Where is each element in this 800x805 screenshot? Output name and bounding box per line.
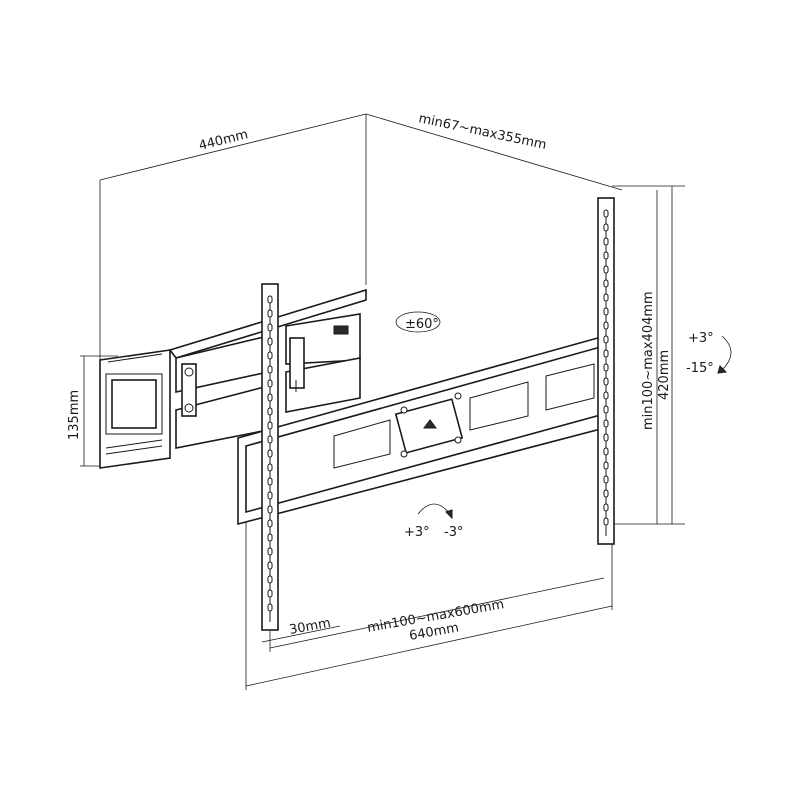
tilt-arrow-icon [721,335,732,371]
bracket-slot [267,505,273,514]
dim-depth-line [365,113,623,191]
bracket-left-holes [267,295,273,612]
bracket-slot [603,335,609,344]
rail-slot-mid [469,381,529,431]
swivel-arrow-icon [395,311,441,333]
bracket-slot [267,351,273,360]
tilt-arrowhead-icon [717,365,728,374]
label-level-plus: +3° [404,525,430,540]
bracket-slot [603,349,609,358]
bracket-slot [603,503,609,512]
vertical-bracket-left [261,283,279,631]
bracket-slot [267,491,273,500]
bracket-slot [603,321,609,330]
bracket-slot [267,309,273,318]
bracket-slot [603,475,609,484]
bracket-slot [603,377,609,386]
bracket-slot [603,265,609,274]
rail-screw-3 [400,450,408,458]
bracket-slot [603,293,609,302]
label-swivel: ±60° [405,317,439,332]
rail-screw-4 [454,436,462,444]
bracket-slot [267,589,273,598]
dim-600-line [269,577,605,649]
hinge-bolt-bottom [184,403,194,413]
rotation-indicators [395,311,732,520]
bracket-slot [267,575,273,584]
bracket-slot [267,435,273,444]
bracket-slot [603,517,609,526]
bracket-slot [267,295,273,304]
articulating-arms [175,313,361,449]
level-arrow-icon [417,503,451,515]
bracket-slot [603,419,609,428]
hinge-bolt-top [184,367,194,377]
label-30mm: 30mm [288,616,332,638]
bracket-slot [603,489,609,498]
label-135mm: 135mm [67,390,82,440]
dim-640-line [245,605,613,687]
bracket-slot [267,561,273,570]
bracket-slot [267,533,273,542]
bracket-slot [267,337,273,346]
bracket-slot [267,379,273,388]
label-min100-max404: min100~max404mm [641,291,656,430]
bracket-slot [267,365,273,374]
wall-plate-lip [107,353,163,363]
bracket-slot [267,421,273,430]
bracket-slot [603,461,609,470]
dim-30-line [261,625,341,643]
wall-plate-rib-2 [105,445,163,455]
arm-hinge-left [181,363,197,417]
wall-plate-rib [105,439,163,449]
label-depth: min67~max355mm [417,111,548,153]
bracket-slot [603,251,609,260]
rail-screw-2 [454,392,462,400]
bracket-slot [267,463,273,472]
bracket-slot [603,447,609,456]
rail-center-arrow [423,419,437,429]
label-420mm: 420mm [657,350,672,400]
bracket-slot [603,433,609,442]
bracket-slot [267,519,273,528]
vertical-bracket-right [597,197,615,545]
bracket-slot [267,407,273,416]
bracket-slot [267,323,273,332]
arm-hinge-right [289,337,305,389]
wall-plate-window-inner [111,379,157,429]
bracket-slot [603,237,609,246]
rail-screw-1 [400,406,408,414]
bracket-slot [267,393,273,402]
bracket-slot [603,223,609,232]
bracket-slot [267,603,273,612]
wall-plate [99,288,367,469]
label-tilt-down: -15° [686,361,714,376]
rail-slot-left [333,419,391,469]
rail-slot-right [545,363,595,411]
bracket-slot [267,449,273,458]
arm-clip [333,325,349,335]
dim-440-line [99,113,367,181]
bracket-slot [267,547,273,556]
bracket-slot [603,279,609,288]
label-440mm: 440mm [197,127,249,154]
bracket-slot [603,209,609,218]
bracket-right-holes [603,209,609,526]
bracket-slot [267,477,273,486]
label-tilt-up: +3° [688,331,714,346]
bracket-slot [603,391,609,400]
bracket-slot [603,405,609,414]
bracket-slot [603,307,609,316]
label-level-minus: -3° [444,525,463,540]
bracket-slot [603,363,609,372]
level-arrowhead-icon [445,509,453,520]
horizontal-rail [237,332,613,526]
